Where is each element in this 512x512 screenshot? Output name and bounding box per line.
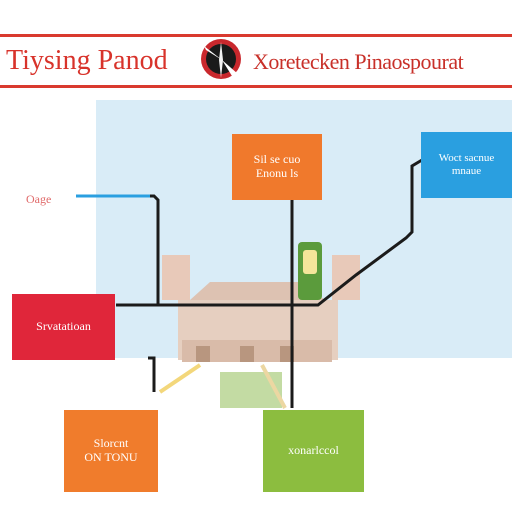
building-illustration	[162, 242, 360, 408]
orange-bottom-node: Slorcnt ON TONU	[64, 410, 158, 492]
blue-right-node: Woct sacnue mnaue	[421, 132, 512, 198]
blue-right-node-label: Woct sacnue mnaue	[438, 152, 495, 177]
orange-top-node-label: Sil se cuo Enonu ls	[253, 152, 301, 180]
red-left-node-label: Srvatatioan	[36, 319, 91, 334]
green-bottom-node: xonarlccol	[263, 410, 364, 492]
yellow-connector	[158, 363, 202, 394]
orange-bottom-node-label: Slorcnt ON TONU	[84, 436, 138, 464]
beige-connector	[260, 364, 287, 409]
banner-title-right: Xoretecken Pinaospourat	[253, 49, 464, 74]
orange-top-node: Sil se cuo Enonu ls	[232, 134, 322, 200]
green-bottom-node-label: xonarlccol	[288, 443, 339, 458]
connector-lines	[76, 158, 423, 408]
header-banner: Tiysing Panod Xoretecken Pinaospourat	[0, 34, 512, 88]
red-left-node: Srvatatioan	[12, 294, 115, 360]
side-label: Oage	[26, 192, 52, 206]
banner-title-left: Tiysing Panod	[6, 45, 168, 76]
compass-logo-icon	[201, 39, 241, 79]
